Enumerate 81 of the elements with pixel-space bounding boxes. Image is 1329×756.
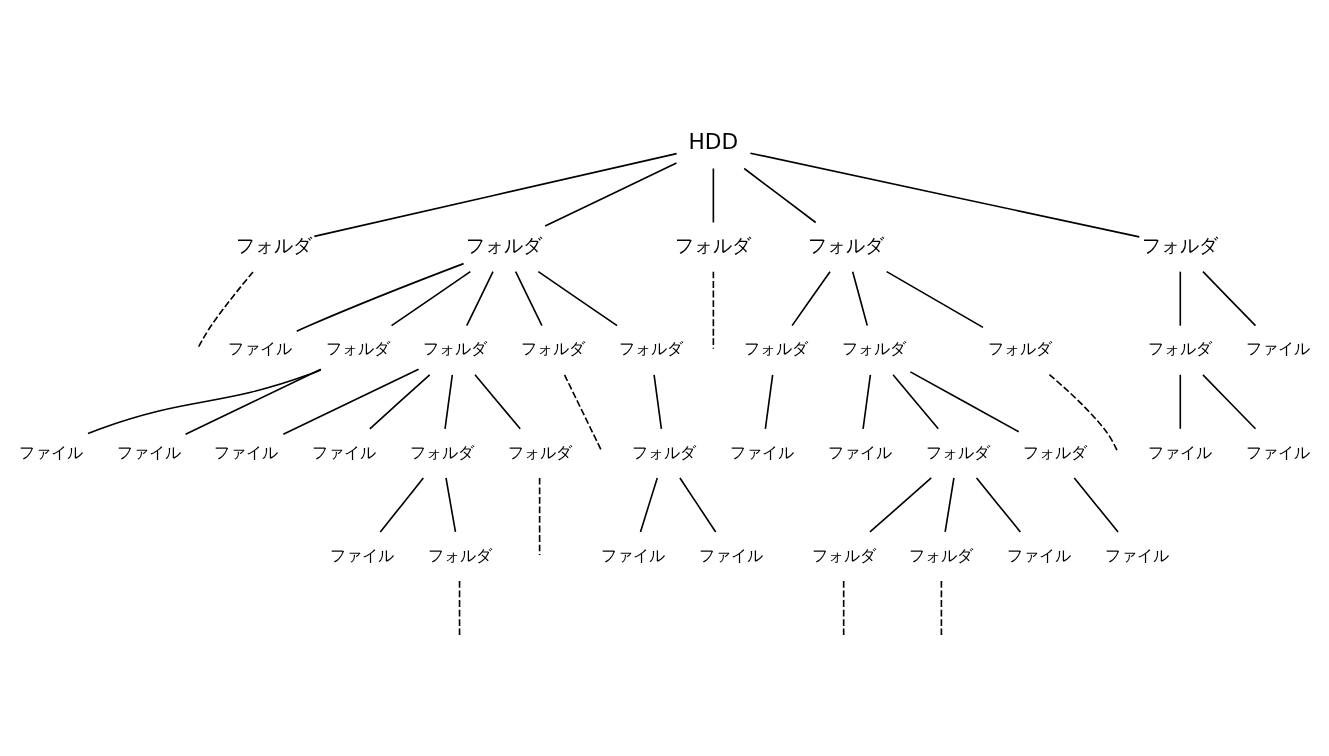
node-text: ファイル — [18, 442, 83, 462]
node-text: フォルダ — [988, 339, 1053, 359]
node-text: フォルダ — [632, 442, 697, 462]
connector — [940, 580, 943, 636]
connector — [445, 477, 457, 533]
node-text: フォルダ — [808, 234, 885, 257]
connector — [892, 374, 940, 430]
connector — [639, 477, 659, 533]
node-text: ファイル — [1246, 442, 1311, 462]
connector — [712, 270, 715, 350]
connector — [514, 270, 543, 327]
connector — [851, 270, 869, 327]
connector — [679, 477, 717, 533]
connector — [909, 371, 1020, 433]
connector — [1202, 270, 1257, 327]
connector — [474, 374, 522, 430]
node-text: フォルダ — [325, 339, 390, 359]
node-text: ファイル — [312, 442, 377, 462]
connector — [1202, 374, 1257, 430]
node-text: フォルダ — [507, 442, 572, 462]
node-text: フォルダ — [909, 545, 974, 565]
connector — [538, 477, 541, 556]
node-text: フォルダ — [409, 442, 474, 462]
connector — [537, 270, 618, 327]
node-text: フォルダ — [1023, 442, 1088, 462]
connector — [390, 270, 472, 327]
node-text: フォルダ — [841, 339, 906, 359]
node-text: フォルダ — [1148, 339, 1213, 359]
node-text: ファイル — [601, 545, 666, 565]
connector — [749, 152, 1141, 238]
connector — [87, 369, 322, 435]
node-text: ファイル — [827, 442, 892, 462]
connector — [944, 477, 955, 533]
node-text: フォルダ — [743, 339, 808, 359]
node-text: ファイル — [1007, 545, 1072, 565]
node-text: ファイル — [329, 545, 394, 565]
node-text: フォルダ — [466, 234, 543, 257]
connector — [1048, 373, 1119, 453]
connector — [458, 580, 461, 636]
connector — [885, 270, 984, 329]
node-text: フォルダ — [675, 234, 752, 257]
node-text: フォルダ — [618, 339, 683, 359]
connector — [975, 477, 1022, 533]
connector — [1073, 477, 1119, 533]
node-text: フォルダ — [925, 442, 990, 462]
connector — [282, 368, 420, 436]
connector — [295, 262, 465, 332]
connector — [712, 167, 715, 224]
connector — [869, 477, 933, 533]
node-text: ファイル — [1246, 339, 1311, 359]
connector — [764, 374, 774, 430]
connector — [1179, 270, 1182, 327]
connector — [743, 167, 817, 224]
connector — [653, 374, 663, 430]
connector — [563, 374, 603, 453]
node-text: ファイル — [1148, 442, 1213, 462]
connector — [465, 270, 494, 327]
node-text: フォルダ — [235, 234, 312, 257]
connector — [862, 374, 872, 430]
connector — [444, 374, 454, 430]
node-text: フォルダ — [427, 545, 492, 565]
node-text: ファイル — [116, 442, 181, 462]
node-text: HDD — [688, 129, 739, 155]
connector — [184, 368, 322, 436]
node-text: ファイル — [699, 545, 764, 565]
node-text: フォルダ — [521, 339, 586, 359]
connector — [791, 270, 831, 327]
connector — [379, 477, 425, 533]
connector — [313, 152, 678, 238]
node-text: ファイル — [730, 442, 795, 462]
node-text: フォルダ — [811, 545, 876, 565]
node-text: フォルダ — [1142, 234, 1219, 257]
connector — [369, 374, 431, 430]
connector — [544, 162, 678, 227]
node-text: ファイル — [228, 339, 293, 359]
node-text: ファイル — [1104, 545, 1169, 565]
connector — [196, 271, 254, 350]
node-text: ファイル — [214, 442, 279, 462]
connector — [1179, 374, 1182, 430]
connector — [842, 580, 845, 636]
node-text: フォルダ — [423, 339, 488, 359]
